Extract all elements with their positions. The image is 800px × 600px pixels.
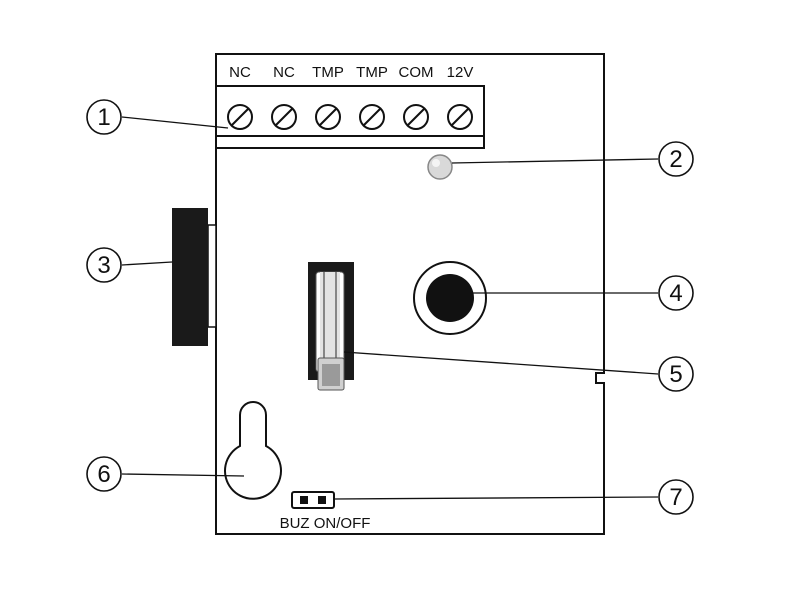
callout-number: 3	[97, 252, 110, 279]
callout-number: 1	[97, 104, 110, 131]
screw-icon	[315, 104, 341, 130]
callout-6: 6	[86, 456, 122, 492]
terminal-label-2: NC	[273, 64, 295, 81]
terminal-label-6: 12V	[447, 64, 474, 81]
terminal-label-5: COM	[399, 64, 434, 81]
callout-7: 7	[658, 479, 694, 515]
screw-icon	[227, 104, 253, 130]
terminal-label-3: TMP	[312, 64, 344, 81]
terminal-label-4: TMP	[356, 64, 388, 81]
callout-number: 7	[669, 484, 682, 511]
round-sensor-icon	[413, 261, 487, 335]
callout-1: 1	[86, 99, 122, 135]
leader-lines	[121, 116, 659, 500]
terminal-label-1: NC	[229, 64, 251, 81]
screw-icon	[271, 104, 297, 130]
led-icon	[427, 154, 453, 180]
callout-3: 3	[86, 247, 122, 283]
keyhole-slot-icon	[224, 401, 282, 500]
screw-icon	[447, 104, 473, 130]
terminal-block	[215, 85, 485, 149]
callout-2: 2	[658, 141, 694, 177]
screw-icon	[359, 104, 385, 130]
callout-4: 4	[658, 275, 694, 311]
callout-number: 2	[669, 146, 682, 173]
callout-number: 4	[669, 280, 682, 307]
terminal-screws	[227, 104, 473, 130]
callout-number: 5	[669, 361, 682, 388]
buzzer-jumper-icon	[291, 491, 335, 509]
callout-number: 6	[97, 461, 110, 488]
callout-5: 5	[658, 356, 694, 392]
side-connector	[172, 208, 217, 346]
buzzer-jumper-label: BUZ ON/OFF	[280, 515, 371, 532]
tamper-switch-icon	[308, 262, 354, 391]
screw-icon	[403, 104, 429, 130]
